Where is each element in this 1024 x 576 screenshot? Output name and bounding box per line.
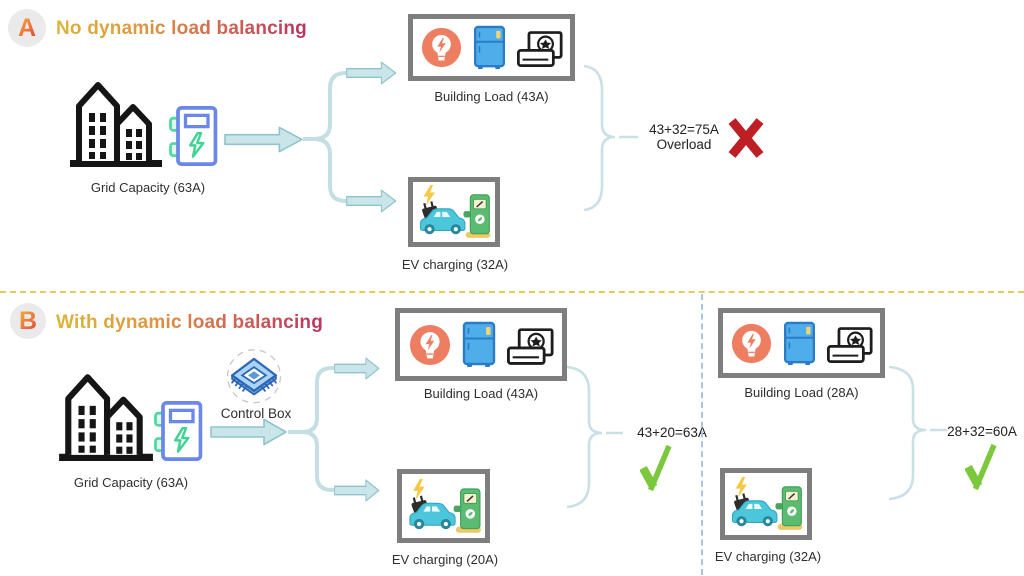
building-load-label-a: Building Load (43A) [434, 89, 549, 104]
air-conditioner-icon [517, 31, 563, 68]
ev-charging-label-b2: EV charging (32A) [714, 549, 822, 564]
grid-capacity-label-b: Grid Capacity (63A) [73, 475, 189, 490]
electric-meter-icon [168, 106, 218, 166]
ev-charging-label-a: EV charging (32A) [401, 257, 509, 272]
scenario-divider-vertical [701, 294, 703, 575]
check-mark-icon [965, 442, 997, 494]
electric-meter-icon [153, 401, 203, 461]
branch-arrow-b-bottom [334, 478, 380, 503]
result-b2: 28+32=60A [930, 424, 1024, 439]
ev-car-charging-station-icon [414, 183, 494, 241]
branch-connector-a [303, 71, 348, 203]
section-a-title: No dynamic load balancing [56, 18, 307, 39]
lightbulb-energy-icon [731, 323, 772, 364]
brace-a [583, 64, 638, 212]
branch-connector-b [288, 366, 334, 492]
result-b1-sum: 43+20=63A [637, 425, 707, 440]
ev-car-charging-station-icon [404, 477, 484, 536]
branch-arrow-a-bottom [346, 188, 397, 214]
control-box-label: Control Box [220, 406, 292, 421]
check-mark-icon [640, 443, 672, 495]
lightbulb-energy-icon [421, 27, 462, 68]
ev-charging-box-b2 [720, 468, 812, 540]
result-a-status: Overload [656, 137, 712, 152]
brace-b1 [566, 365, 623, 509]
section-b-title: With dynamic load balancing [56, 312, 324, 333]
building-load-box-b2 [718, 308, 885, 378]
buildings-icon [64, 70, 166, 170]
result-a-sum: 43+32=75A [649, 122, 719, 137]
ev-charging-box-a [408, 177, 500, 247]
building-load-label-b2: Building Load (28A) [744, 385, 859, 400]
ev-charging-box-b1 [397, 469, 490, 543]
ev-charging-label-b1: EV charging (20A) [391, 552, 499, 567]
grid-capacity-label-a: Grid Capacity (63A) [90, 180, 206, 195]
building-load-label-b1: Building Load (43A) [423, 386, 539, 401]
ev-car-charging-station-icon [726, 475, 806, 533]
result-b1: 43+20=63A [620, 425, 724, 440]
section-a-badge-letter: A [17, 13, 37, 42]
main-arrow-b [210, 417, 288, 447]
brace-b2 [888, 365, 947, 501]
refrigerator-icon [783, 321, 816, 366]
building-load-box-a [408, 14, 575, 81]
branch-arrow-b-top [334, 356, 380, 381]
result-a: 43+32=75A Overload [626, 122, 742, 152]
building-load-box-b1 [395, 308, 567, 381]
section-a-badge: A [8, 9, 46, 47]
result-b2-sum: 28+32=60A [947, 424, 1017, 439]
section-b-badge: B [10, 303, 46, 339]
section-b-badge-letter: B [18, 306, 38, 335]
refrigerator-icon [462, 321, 496, 368]
refrigerator-icon [473, 25, 506, 70]
x-mark-icon [728, 118, 764, 158]
air-conditioner-icon [827, 327, 873, 364]
microchip-icon [222, 348, 286, 410]
air-conditioner-icon [507, 328, 554, 366]
branch-arrow-a-top [346, 60, 397, 86]
section-divider-horizontal [0, 291, 1024, 293]
main-arrow-a [224, 125, 304, 154]
buildings-icon [54, 362, 156, 464]
lightbulb-energy-icon [409, 324, 451, 366]
